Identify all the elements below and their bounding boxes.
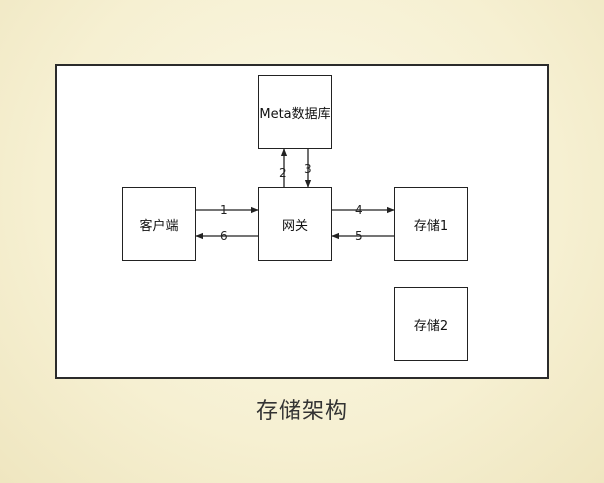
gateway-label: 网关 — [281, 218, 308, 234]
storage1-label: 存储1 — [413, 218, 449, 234]
meta-database-label: Meta数据库 — [259, 106, 331, 122]
diagram-caption: 存储架构 — [255, 399, 348, 424]
arrow-1-label: 1 — [220, 203, 228, 217]
arrow-4-label: 4 — [355, 203, 363, 217]
arrow-6-label: 6 — [220, 229, 228, 243]
storage1-node: 存储1 — [394, 187, 468, 261]
arrow-2-label: 2 — [279, 166, 287, 180]
arrow-3-label: 3 — [304, 162, 312, 176]
gateway-node: 网关 — [258, 187, 332, 261]
storage2-node: 存储2 — [394, 287, 468, 361]
client-label: 客户端 — [139, 218, 179, 234]
arrow-5-label: 5 — [355, 229, 363, 243]
client-node: 客户端 — [122, 187, 196, 261]
meta-database-node: Meta数据库 — [258, 75, 332, 149]
storage2-label: 存储2 — [413, 318, 449, 334]
